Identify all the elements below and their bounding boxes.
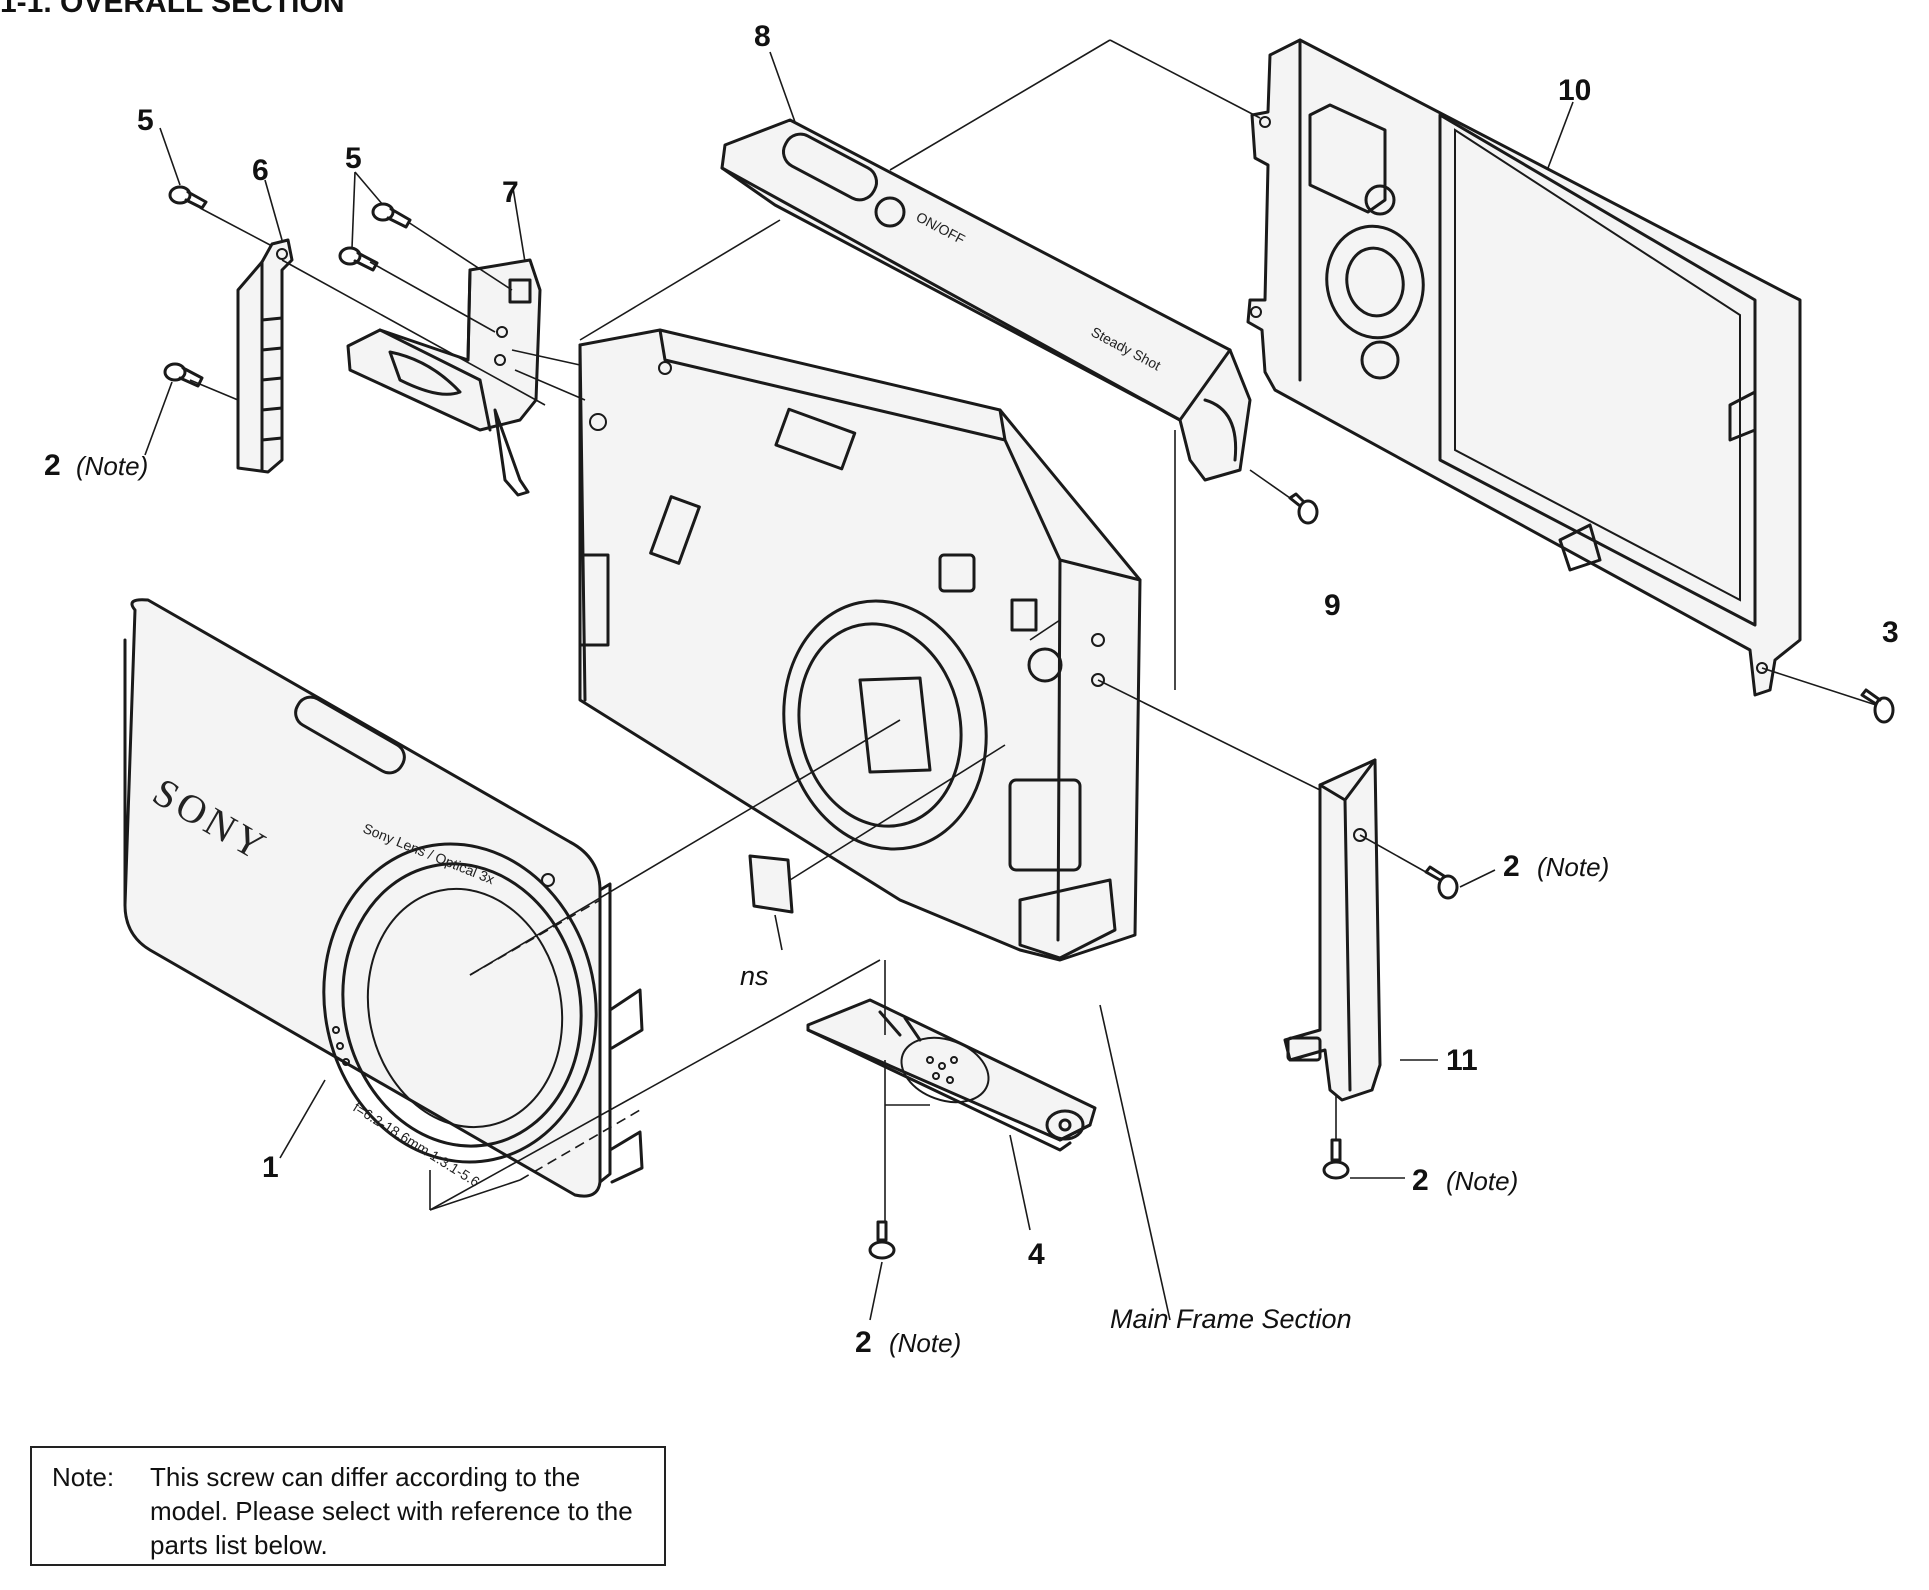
side-panel-part xyxy=(346,258,542,497)
screw-5-mid xyxy=(338,246,379,272)
bottom-plate-part xyxy=(806,998,1097,1152)
screw-5-left xyxy=(168,185,208,210)
section-title: 1-1. OVERALL SECTION xyxy=(0,0,345,19)
callout-8: 8 xyxy=(754,20,771,53)
callout-5-top: 5 xyxy=(345,142,362,175)
screw-2-bottom xyxy=(868,1220,896,1260)
screw-2-lower-right xyxy=(1322,1138,1350,1180)
callout-4: 4 xyxy=(1028,1238,1045,1271)
screw-9 xyxy=(1288,492,1319,525)
callout-9: 9 xyxy=(1324,589,1341,622)
callout-3: 3 xyxy=(1882,616,1899,649)
main-frame-part xyxy=(578,328,1142,962)
callout-2-bottom: 2 xyxy=(855,1326,872,1359)
note-tag-bottom: (Note) xyxy=(889,1328,961,1358)
callout-5-left: 5 xyxy=(137,104,154,137)
ns-label: ns xyxy=(740,961,769,991)
callout-11: 11 xyxy=(1446,1044,1478,1077)
callout-6: 6 xyxy=(252,154,269,187)
note-tag-right: (Note) xyxy=(1537,852,1609,882)
note-tag-lower-right: (Note) xyxy=(1446,1166,1518,1196)
note-box: Note: This screw can differ according to… xyxy=(30,1446,666,1566)
front-cover-part: SONY Sony Lens / Optical 3x f=6.2-18.6mm… xyxy=(123,598,644,1198)
screw-3 xyxy=(1860,688,1895,724)
callout-2-lower-right: 2 xyxy=(1412,1164,1429,1197)
screw-2-left xyxy=(163,362,204,388)
note-text: This screw can differ according to the m… xyxy=(150,1462,633,1560)
note-tag-left: (Note) xyxy=(76,451,148,481)
side-bracket-part xyxy=(236,238,294,474)
ns-part xyxy=(748,854,794,914)
screw-5-top xyxy=(371,202,412,229)
callout-2-left: 2 xyxy=(44,449,61,482)
main-frame-caption: Main Frame Section xyxy=(1110,1304,1352,1334)
right-side-cover-part xyxy=(1283,758,1382,1102)
assembly-lines xyxy=(144,39,1877,1321)
screw-2-right xyxy=(1424,865,1459,900)
top-cover-part: ON/OFF Steady Shot xyxy=(720,118,1252,482)
callout-7: 7 xyxy=(502,176,519,209)
callout-1: 1 xyxy=(262,1151,279,1184)
rear-cover-part xyxy=(1246,38,1802,697)
callout-2-right: 2 xyxy=(1503,850,1520,883)
note-label: Note: xyxy=(52,1462,115,1492)
callout-10: 10 xyxy=(1558,74,1591,107)
